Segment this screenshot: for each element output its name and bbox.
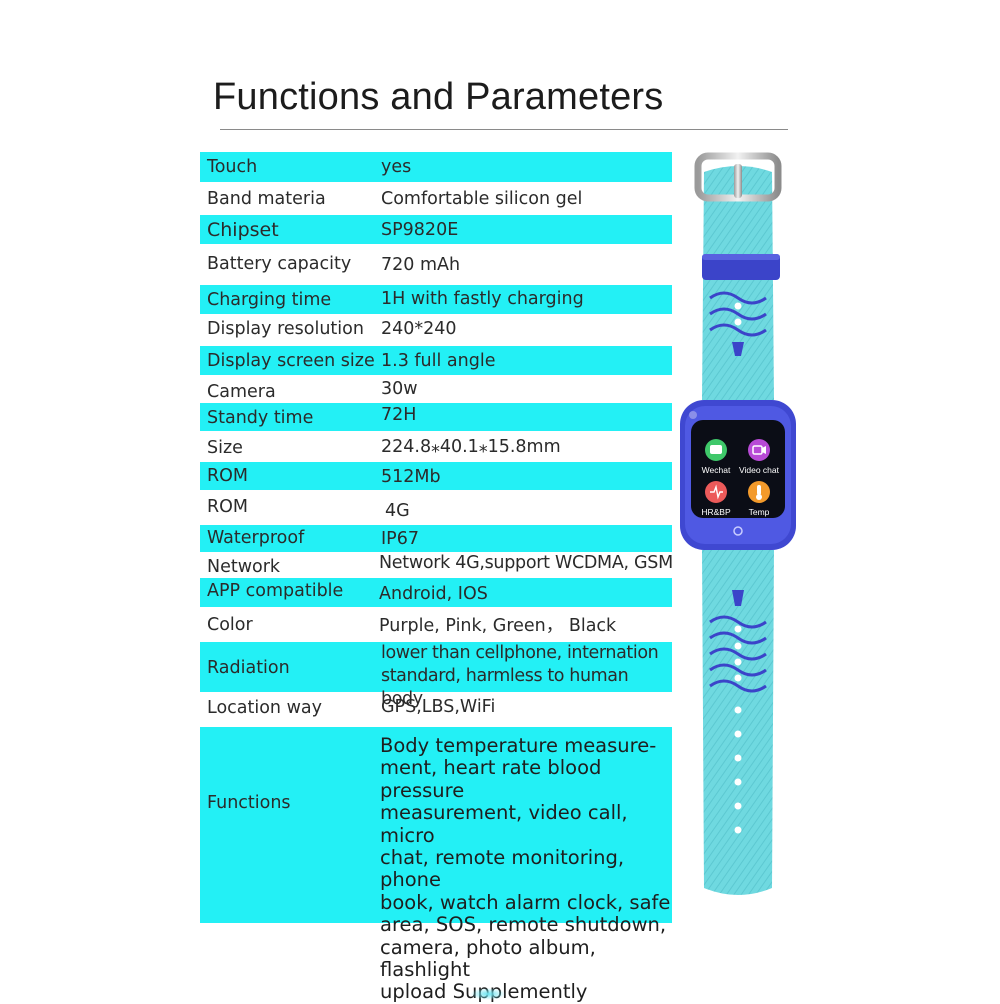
- spec-row-location: Location way GPS,LBS,WiFi: [200, 694, 672, 724]
- spec-key: Network: [207, 557, 281, 577]
- spec-key: Charging time: [207, 290, 332, 310]
- spec-value: 30w: [381, 379, 418, 399]
- app-label: Temp: [749, 507, 770, 517]
- spec-value: SP9820E: [381, 220, 459, 240]
- spec-key: ROM: [207, 466, 249, 486]
- page-title: Functions and Parameters: [213, 76, 664, 118]
- spec-row-chipset: Chipset SP9820E: [200, 215, 672, 244]
- spec-row-color: Color Purple, Pink, Green， Black: [200, 608, 672, 640]
- spec-row-network: Network Network 4G,support WCDMA, GSM: [200, 552, 673, 578]
- spec-row-band: Band materia Comfortable silicon gel: [200, 184, 672, 214]
- spec-key: Functions: [207, 793, 291, 813]
- spec-row-charging: Charging time 1H with fastly charging: [200, 285, 672, 314]
- spec-value: 240*240: [381, 319, 457, 339]
- spec-key: Touch: [207, 157, 258, 177]
- home-button-icon: [733, 526, 743, 536]
- spec-key: APP compatible: [207, 581, 344, 601]
- spec-value: Purple, Pink, Green， Black: [379, 616, 617, 636]
- title-divider: [220, 129, 788, 130]
- spec-row-radiation: Radiation lower than cellphone, internat…: [200, 642, 672, 709]
- spec-value: Network 4G,support WCDMA, GSM: [379, 553, 673, 573]
- spec-value: 4G: [385, 501, 410, 521]
- app-label: Video chat: [739, 465, 780, 475]
- strap-keeper: [702, 254, 780, 280]
- spec-key: Band materia: [207, 189, 326, 209]
- spec-value: GPS,LBS,WiFi: [381, 697, 496, 717]
- spec-row-waterproof: Waterproof IP67: [200, 525, 672, 552]
- spec-row-standby: Standy time 72H: [200, 403, 672, 431]
- spec-row-touch: Touch yes: [200, 152, 672, 182]
- spec-value: 72H: [381, 405, 417, 425]
- spec-key: Battery capacity: [207, 254, 352, 274]
- app-label: HR&BP: [701, 507, 731, 517]
- spec-value: Body temperature measure- ment, heart ra…: [380, 734, 671, 1004]
- spec-value: IP67: [381, 529, 419, 549]
- spec-value: 224.8⁎40.1⁎15.8mm: [381, 437, 561, 457]
- spec-value: 720 mAh: [381, 255, 461, 275]
- spec-key: ROM: [207, 497, 249, 517]
- rocket-icon: [732, 342, 744, 356]
- spec-row-resolution: Display resolution 240*240: [200, 315, 672, 345]
- spec-value: Comfortable silicon gel: [381, 189, 583, 209]
- bottom-glow: [470, 988, 506, 1000]
- spec-value: Android, IOS: [379, 584, 488, 604]
- strap-upper: [702, 166, 774, 400]
- spec-key: Location way: [207, 698, 322, 718]
- spec-value: 1.3 full angle: [381, 351, 496, 371]
- strap-lower: [702, 550, 774, 895]
- spec-row-app-compatible: APP compatible Android, IOS: [200, 578, 672, 607]
- spec-key: Standy time: [207, 408, 314, 428]
- spec-key: Chipset: [207, 219, 279, 241]
- spec-key: Camera: [207, 382, 276, 402]
- spec-row-rom-2: ROM 4G: [200, 492, 672, 525]
- spec-key: Display resolution: [207, 319, 364, 339]
- spec-value: 512Mb: [381, 467, 441, 487]
- spec-key: Size: [207, 438, 243, 458]
- spec-key: Display screen size: [207, 351, 375, 371]
- smartwatch-illustration: Wechat Video chat HR&BP Temp: [680, 152, 796, 895]
- spec-key: Waterproof: [207, 528, 305, 548]
- spec-value: yes: [381, 157, 412, 177]
- spec-key: Color: [207, 615, 253, 635]
- spec-value: lower than cellphone, internation standa…: [381, 643, 659, 709]
- spec-row-battery: Battery capacity 720 mAh: [200, 248, 672, 282]
- app-label: Wechat: [702, 465, 731, 475]
- smartwatch-image: Wechat Video chat HR&BP Temp: [676, 150, 800, 910]
- spec-key: Radiation: [207, 658, 290, 678]
- spec-value: 1H with fastly charging: [381, 289, 584, 309]
- spec-row-rom: ROM 512Mb: [200, 462, 672, 490]
- spec-row-camera: Camera 30w: [200, 376, 672, 402]
- spec-row-screen-size: Display screen size 1.3 full angle: [200, 346, 672, 375]
- spec-row-size: Size 224.8⁎40.1⁎15.8mm: [200, 432, 672, 461]
- spec-row-functions: Functions Body temperature measure- ment…: [200, 727, 672, 1003]
- heart-rate-icon: [705, 481, 727, 503]
- video-camera-icon: [748, 439, 770, 461]
